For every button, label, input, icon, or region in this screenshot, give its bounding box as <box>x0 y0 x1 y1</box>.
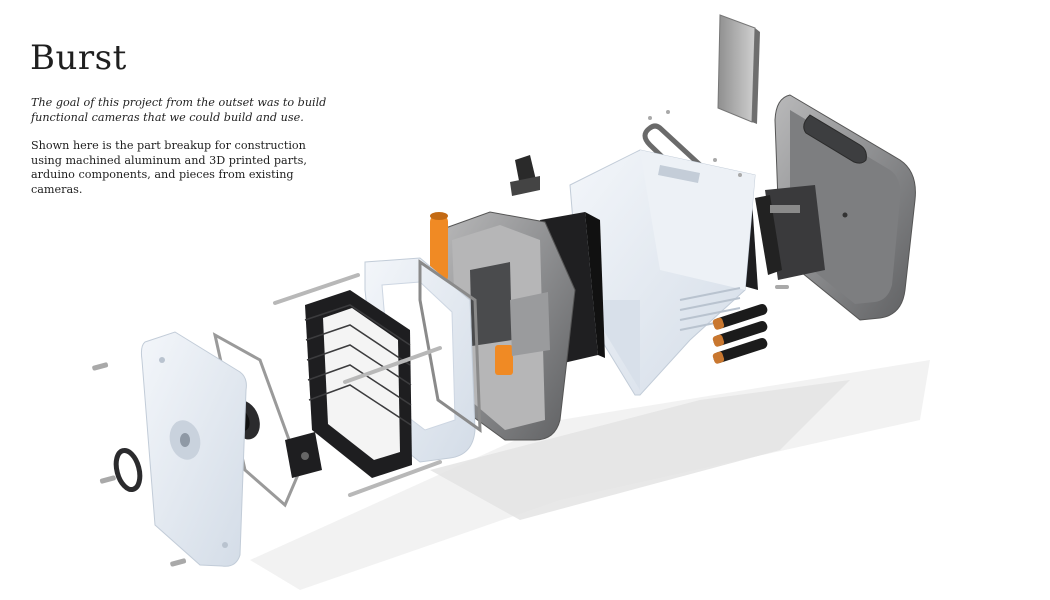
description-text: Shown here is the part breakup for const… <box>31 139 307 196</box>
connecting-rods <box>273 273 442 497</box>
shutter-module <box>285 432 322 478</box>
front-plate <box>140 331 247 567</box>
bellows <box>304 290 412 478</box>
orange-battery-cell <box>430 212 448 284</box>
ground-glass-plate <box>717 14 760 124</box>
page-title: Burst <box>30 38 127 78</box>
aa-batteries <box>712 303 768 364</box>
intro-text: The goal of this project from the outset… <box>31 96 327 124</box>
rear-mount-block <box>755 185 825 280</box>
viewfinder-bracket <box>510 155 540 196</box>
thin-metal-frame <box>418 259 482 433</box>
screws <box>92 110 789 567</box>
aluminum-electronics-housing <box>439 211 576 441</box>
floor-shadow <box>250 360 930 590</box>
lens-ring <box>113 447 143 493</box>
